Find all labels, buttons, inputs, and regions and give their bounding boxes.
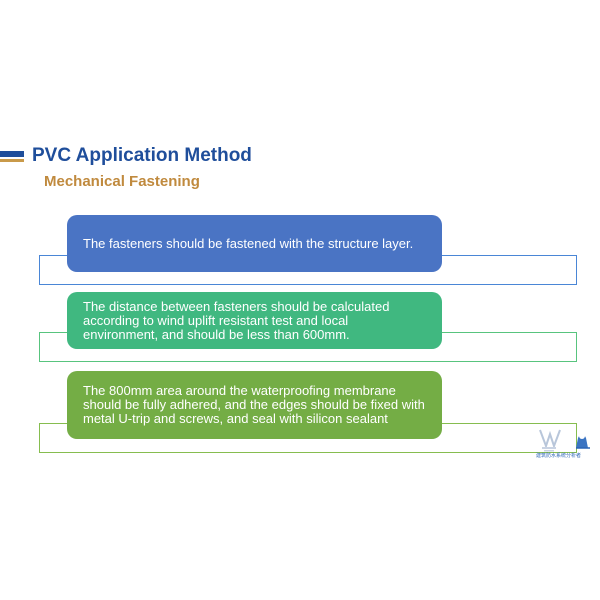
step-1-text: The fasteners should be fastened with th… <box>83 235 414 251</box>
page-subtitle: Mechanical Fastening <box>44 173 200 190</box>
logo-text: 建筑防水系统分析者 <box>536 453 582 459</box>
step-3-text: The 800mm area around the waterproofing … <box>83 383 425 426</box>
title-accent-blue <box>0 151 24 157</box>
title-accent-bar <box>0 151 24 162</box>
title-accent-gold <box>0 159 24 162</box>
step-2-box: The distance between fasteners should be… <box>67 292 442 349</box>
page-title: PVC Application Method <box>32 145 252 166</box>
step-2-text: The distance between fasteners should be… <box>83 298 390 342</box>
step-1-box: The fasteners should be fastened with th… <box>67 215 442 272</box>
logo-mark-icon <box>539 429 590 452</box>
step-3-box: The 800mm area around the waterproofing … <box>67 371 442 439</box>
watermark-logo: 建筑防水系统分析者 <box>536 426 592 462</box>
